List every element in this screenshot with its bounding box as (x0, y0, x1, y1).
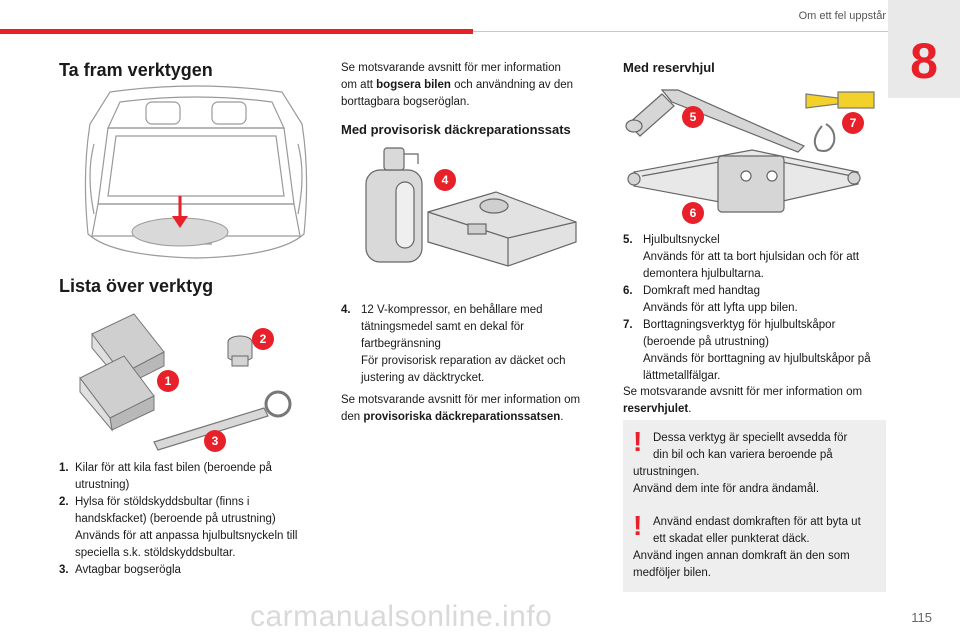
chapter-tab: 8 (888, 0, 960, 98)
list-item-line: För provisorisk reparation av däcket och (361, 355, 566, 367)
spare-wheel-list: 5. Hjulbultsnyckel Används för att ta bo… (623, 232, 888, 385)
list-item-line: Används för att lyfta upp bilen. (643, 302, 798, 314)
text-run: . (688, 403, 692, 415)
tools-illustration (79, 313, 292, 451)
list-item-line: tätningsmedel samt en dekal för (361, 321, 525, 333)
list-item-line: speciella s.k. stöldskyddsbultar. (75, 547, 236, 559)
callout-5-badge: 5 (682, 106, 704, 128)
warning-icon: ! (633, 426, 643, 457)
callout-6-badge: 6 (682, 202, 704, 224)
text-run: . (560, 411, 564, 423)
list-item-line: Avtagbar bogserögla (75, 564, 181, 576)
list-item-line: Borttagningsverktyg för hjulbultskåpor (643, 319, 836, 331)
list-item-number: 1. (59, 462, 69, 474)
list-item: 3. Avtagbar bogserögla (59, 562, 321, 579)
list-item-number: 3. (59, 564, 69, 576)
list-item: 5. Hjulbultsnyckel Används för att ta bo… (623, 232, 888, 283)
repair-kit-list: 4. 12 V-kompressor, en behållare med tät… (341, 302, 611, 387)
title-ta-fram-verktygen: Ta fram verktygen (59, 60, 213, 80)
text-run: och användning av den (450, 79, 574, 91)
warning-box-jack: ! Använd endast domkraften för att byta … (623, 504, 886, 592)
text-line: Se motsvarande avsnitt för mer informati… (341, 394, 581, 406)
list-item-number: 4. (341, 304, 351, 316)
list-item-line: justering av däcktrycket. (361, 372, 485, 384)
callout-7-badge: 7 (842, 112, 864, 134)
list-item-line: fartbegränsning (361, 338, 441, 350)
tools-list: 1. Kilar för att kila fast bilen (beroen… (59, 460, 321, 579)
list-item-number: 7. (623, 319, 633, 331)
header-red-rule (0, 29, 473, 34)
spare-wheel-tools-illustration (625, 89, 875, 213)
list-item-line: Används för att anpassa hjulbultsnyckeln… (75, 530, 298, 542)
warning-line: medföljer bilen. (633, 567, 711, 579)
text-line: om att bogsera bilen och användning av d… (341, 77, 611, 94)
repair-kit-illustration (365, 147, 577, 267)
list-item-number: 2. (59, 496, 69, 508)
list-item: 7. Borttagningsverktyg för hjulbultskåpo… (623, 317, 888, 385)
list-item-line: (beroende på utrustning) (643, 336, 769, 348)
watermark: carmanualsonline.info (250, 600, 553, 633)
text-line: borttagbara bogseröglan. (341, 96, 470, 108)
spare-wheel-more-info: Se motsvarande avsnitt för mer informati… (623, 384, 888, 418)
list-item-line: Används för borttagning av hjulbultskåpo… (643, 353, 871, 365)
list-item-number: 6. (623, 285, 633, 297)
list-item-line: Kilar för att kila fast bilen (beroende … (75, 462, 272, 474)
warning-line: Använd endast domkraften för att byta ut (653, 516, 861, 528)
header-gray-rule (473, 31, 888, 32)
repair-kit-more-info: Se motsvarande avsnitt för mer informati… (341, 392, 611, 426)
list-item: 2. Hylsa för stöldskyddsbultar (finns i … (59, 494, 321, 562)
link-bogsera-bilen: bogsera bilen (376, 79, 451, 91)
warning-box-tools: ! Dessa verktyg är speciellt avsedda för… (623, 420, 886, 508)
text-run: om att (341, 79, 377, 91)
text-run: den (341, 411, 364, 423)
warning-icon: ! (633, 510, 643, 541)
subtitle-provisorisk: Med provisorisk däckreparationssats (341, 122, 571, 137)
text-line: Se motsvarande avsnitt för mer informati… (623, 386, 863, 398)
towing-intro: Se motsvarande avsnitt för mer informati… (341, 60, 611, 111)
warning-line: Använd dem inte för andra ändamål. (633, 483, 820, 495)
list-item: 6. Domkraft med handtag Används för att … (623, 283, 888, 317)
trunk-illustration (84, 85, 308, 259)
list-item: 4. 12 V-kompressor, en behållare med tät… (341, 302, 611, 387)
warning-line: Dessa verktyg är speciellt avsedda för (653, 432, 848, 444)
list-item-line: utrustning) (75, 479, 130, 491)
callout-1-badge: 1 (157, 370, 179, 392)
warning-line: Använd ingen annan domkraft än den som (633, 550, 850, 562)
list-item-line: lättmetallfälgar. (643, 370, 721, 382)
callout-2-badge: 2 (252, 328, 274, 350)
list-item-line: 12 V-kompressor, en behållare med (361, 304, 543, 316)
title-lista-over-verktyg: Lista över verktyg (59, 276, 214, 296)
list-item-line: Hylsa för stöldskyddsbultar (finns i (75, 496, 250, 508)
warning-line: utrustningen. (633, 466, 700, 478)
chapter-number: 8 (910, 33, 938, 89)
list-item-line: Domkraft med handtag (643, 285, 760, 297)
warning-line: din bil och kan variera beroende på (653, 449, 833, 461)
text-line: reservhjulet. (623, 401, 888, 418)
page-number: 115 (911, 610, 932, 625)
text-line: den provisoriska däckreparationssatsen. (341, 409, 611, 426)
list-item: 1. Kilar för att kila fast bilen (beroen… (59, 460, 321, 494)
list-item-line: Används för att ta bort hjulsidan och fö… (643, 251, 860, 263)
link-provisoriska-dackreparationssatsen: provisoriska däckreparationssatsen (363, 411, 561, 423)
callout-4-badge: 4 (434, 169, 456, 191)
warning-line: ett skadat eller punkterat däck. (653, 533, 810, 545)
list-item-line: demontera hjulbultarna. (643, 268, 764, 280)
list-item-line: Hjulbultsnyckel (643, 234, 720, 246)
section-title: Om ett fel uppstår (798, 10, 886, 22)
list-item-line: handskfacket) (beroende på utrustning) (75, 513, 276, 525)
subtitle-med-reservhjul: Med reservhjul (623, 60, 715, 75)
callout-3-badge: 3 (204, 430, 226, 452)
list-item-number: 5. (623, 234, 633, 246)
link-reservhjulet: reservhjulet (623, 403, 689, 415)
text-line: Se motsvarande avsnitt för mer informati… (341, 62, 561, 74)
